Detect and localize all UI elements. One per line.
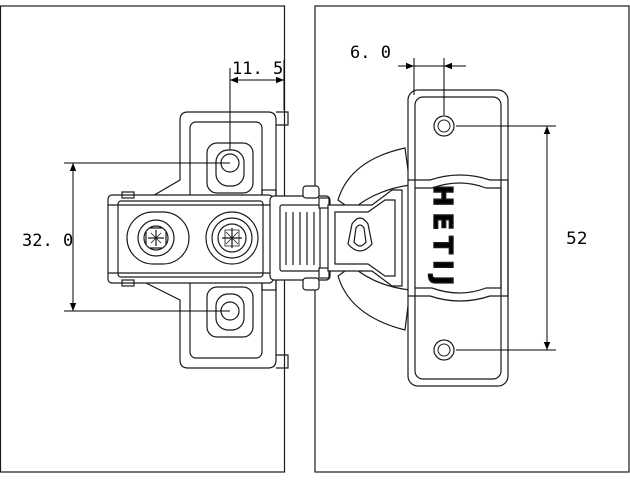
- fixing-screw: [205, 211, 259, 265]
- cup-logo: HETIJ: [427, 185, 457, 292]
- cup-bracket: [327, 189, 403, 287]
- hinge-knuckle: [269, 185, 331, 291]
- cam-screw: [126, 211, 190, 265]
- dim-cup-hole-spacing: [456, 125, 556, 351]
- dim-cup-offset: [398, 58, 466, 115]
- dim-cup-offset-label: 6. 0: [350, 43, 391, 63]
- cup-hole-bottom: [433, 339, 455, 361]
- dim-hole-spacing-label: 32. 0: [22, 231, 73, 251]
- dim-cup-hole-spacing-label: 52: [566, 229, 588, 249]
- dim-hole-offset: [229, 60, 285, 150]
- lower-slot: [206, 286, 254, 338]
- cup-hole-top: [433, 115, 455, 137]
- cup-plate: [407, 89, 509, 387]
- dim-hole-offset-label: 11. 5: [232, 59, 283, 79]
- dim-hole-spacing: [64, 162, 230, 312]
